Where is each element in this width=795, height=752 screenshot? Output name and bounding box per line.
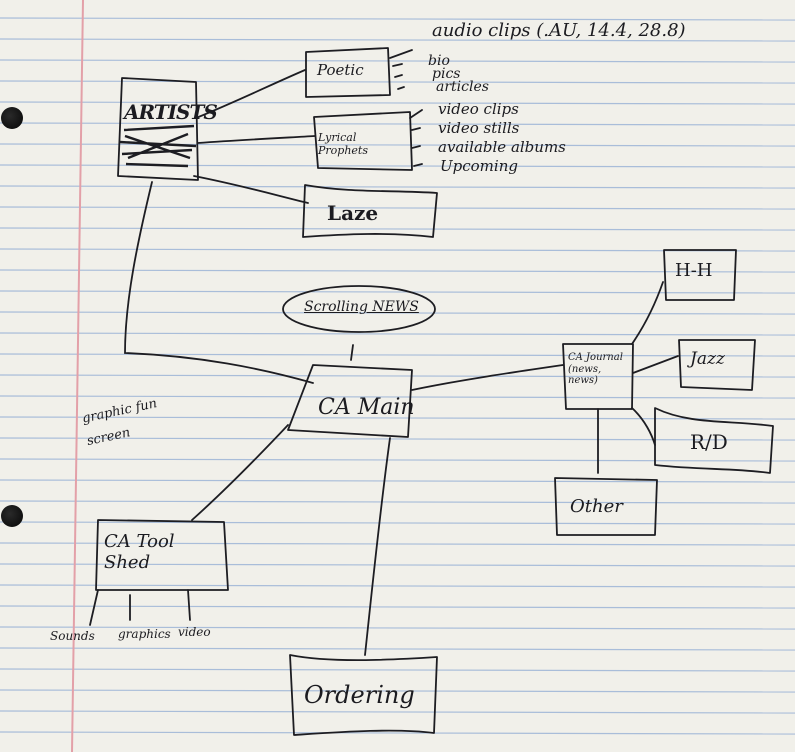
rule-line [0,17,795,21]
rule-line [0,143,795,147]
ca-main-label: CA Main [318,395,415,420]
lyrical-bracket [409,109,423,167]
rule-line [0,248,795,252]
news-to-main [350,344,354,361]
rule-line [0,416,795,420]
jazz-label: Jazz [690,349,725,369]
ruled-lines [0,17,795,735]
journal-to-jazz [632,355,679,374]
toolshed-item-graphics: graphics [118,627,171,641]
toolshed-to-sounds [89,589,99,626]
lyrical-item-available-albums: available albums [438,138,566,156]
laze-box [302,184,438,238]
journal-box [562,343,634,410]
laze-label: Laze [327,201,379,225]
rule-line [0,542,795,546]
rule-line [0,458,795,462]
rd-box [654,407,774,474]
rule-line [0,185,795,189]
artists-label: ARTISTS [124,100,218,124]
binder-hole-bottom [1,505,23,527]
lyrical-item-video-clips: video clips [438,100,519,118]
artists-to-poetic [195,69,306,119]
rule-line [0,395,795,399]
poetic-item-pics: pics [432,66,461,82]
rule-line [0,521,795,525]
lyrical-item-upcoming: Upcoming [440,157,518,175]
jazz-box [678,339,756,391]
ca-tool-shed-label: CA Tool Shed [104,531,175,573]
rd-label: R/D [690,430,728,454]
rule-line [0,206,795,210]
toolshed-item-video: video [178,625,211,639]
journal-to-hh [631,281,664,345]
toolshed-to-video [187,589,191,621]
poetic-item-audio: audio clips (.AU, 14.4, 28.8) [432,20,686,41]
artists-to-laze [193,175,309,204]
rule-line [0,563,795,567]
rule-line [0,101,795,105]
rule-line [0,290,795,294]
other-label: Other [570,496,623,517]
ordering-box [289,654,438,736]
poetic-item-bio: bio [428,53,450,69]
main-to-journal [411,364,564,391]
hh-label: H-H [675,260,713,281]
poetic-item-articles: articles [436,79,489,95]
toolshed-item-sounds: Sounds [50,629,95,643]
rule-line [0,731,795,735]
lyrical-box [313,111,413,171]
lyrical-item-video-stills: video stills [438,119,520,137]
boxes [95,47,774,736]
ordering-label: Ordering [304,681,415,709]
ca-journal-label: CA Journal (news, news) [568,352,623,386]
rule-line [0,122,795,126]
rule-line [0,437,795,441]
margin-line [71,0,84,752]
scrolling-news-ellipse [282,285,436,333]
lyrical-prophets-label: Lyrical Prophets [318,131,368,157]
main-box [287,364,413,438]
rule-line [0,668,795,672]
rule-line [0,500,795,504]
rule-line [0,689,795,693]
rule-line [0,626,795,630]
rule-line [0,332,795,336]
poetic-box [305,47,391,98]
artists-to-lyrical [197,135,316,144]
rule-line [0,353,795,357]
rule-line [0,59,795,63]
toolshed-box [95,519,229,591]
artists-to-main [124,181,314,384]
rule-line [0,227,795,231]
scrolling-news-label: Scrolling NEWS [304,299,419,315]
main-to-ordering [364,437,391,656]
rule-line [0,605,795,609]
rule-line [0,311,795,315]
rule-line [0,374,795,378]
hh-box [663,249,737,301]
rule-line [0,647,795,651]
rule-line [0,710,795,714]
rule-line [0,80,795,84]
poetic-label: Poetic [317,61,364,79]
poetic-bracket [389,49,413,90]
rule-line [0,479,795,483]
other-box [554,477,658,536]
rule-line [0,38,795,42]
artists-scribble [119,124,197,168]
binder-hole-top [1,107,23,129]
artists-box [117,77,199,181]
rule-line [0,584,795,588]
main-to-toolshed [191,424,289,521]
